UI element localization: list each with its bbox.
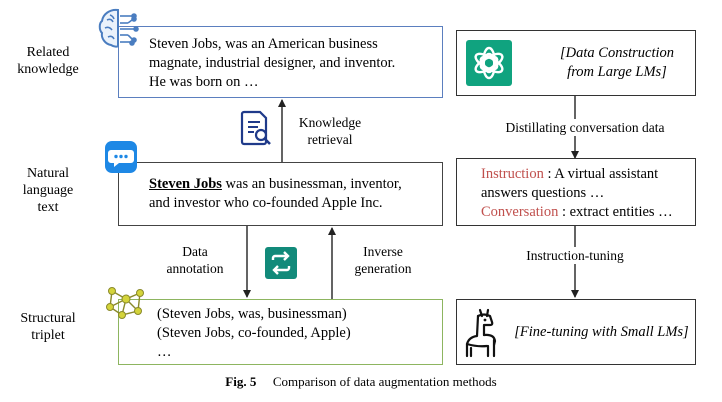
distilling-text: Distillating conversation data [505,120,665,135]
label-line: retrieval [307,132,353,147]
refresh-icon [265,247,297,279]
text-line-1-rest: was an businessman, inventor, [221,176,402,192]
distilling-label: Distillating conversation data [480,119,690,136]
triplet-box: (Steven Jobs, was, businessman) (Steven … [118,299,443,365]
instruction-text-2: answers questions … [481,185,605,201]
conversation-label: Conversation [481,204,559,220]
label-line: Knowledge [298,115,362,130]
document-search-icon [240,110,271,146]
graph-network-icon [106,287,144,319]
triplet-text: (Steven Jobs, was, businessman) (Steven … [157,305,437,362]
fine-tuning-box: [Fine-tuning with Small LMs] [456,299,696,365]
row-label-line: Structural [20,311,76,326]
text-box: Steven Jobs was an businessman, inventor… [118,162,443,226]
knowledge-line: He was born on … [149,74,259,90]
label-line: Data [182,244,208,259]
instruction-tuning-label: Instruction-tuning [510,247,640,264]
knowledge-line: magnate, industrial designer, and invent… [149,55,396,71]
instruction-text: : A virtual assistant [543,166,659,182]
triplet-line: (Steven Jobs, was, businessman) [157,306,347,322]
openai-logo-icon [466,40,512,86]
row-label-structural-triplet: Structural triplet [8,310,88,344]
fine-tuning-text: [Fine-tuning with Small LMs] [509,323,694,342]
label-line: generation [354,261,412,276]
inverse-generation-label: Inverse generation [338,243,428,277]
knowledge-box: Steven Jobs, was an American business ma… [118,26,443,98]
instruction-label: Instruction [481,166,544,182]
triplet-line: … [157,344,172,360]
label-line: annotation [166,261,224,276]
row-label-line: triplet [31,328,65,343]
conversation-text: : extract entities … [558,204,673,220]
knowledge-text: Steven Jobs, was an American business ma… [149,35,439,92]
text-content: Steven Jobs was an businessman, inventor… [149,175,439,213]
text-line-1: Steven Jobs was an businessman, inventor… [149,175,439,194]
row-label-line: Natural [27,166,69,181]
caption-fig: Fig. 5 [225,374,257,389]
llama-icon [465,308,497,358]
label-line: Inverse [363,244,403,259]
brain-icon [98,8,139,48]
data-construction-line: from Large LMs] [567,64,667,80]
caption-text: Comparison of data augmentation methods [272,374,497,389]
conversation-line: Conversation : extract entities … [481,203,696,222]
row-label-line: text [37,200,59,215]
data-annotation-label: Data annotation [150,243,240,277]
knowledge-line: Steven Jobs, was an American business [149,36,378,52]
text-line-2: and investor who co-founded Apple Inc. [149,195,383,211]
instruction-tuning-text: Instruction-tuning [526,248,624,263]
row-label-line: Related [26,45,70,60]
row-label-related-knowledge: Related knowledge [8,44,88,78]
row-label-line: language [22,183,74,198]
figure-caption: Fig. 5 Comparison of data augmentation m… [0,374,722,390]
data-construction-line: [Data Construction [560,45,674,61]
data-construction-text: [Data Construction from Large LMs] [537,44,697,82]
chat-bubble-icon [105,141,137,173]
row-label-natural-language: Natural language text [8,165,88,216]
triplet-line: (Steven Jobs, co-founded, Apple) [157,325,351,341]
entity-highlight: Steven Jobs [149,176,222,192]
instruction-line: Instruction : A virtual assistant [481,165,696,184]
instruction-content: Instruction : A virtual assistant answer… [481,165,696,222]
knowledge-retrieval-label: Knowledge retrieval [290,114,370,148]
fine-tuning-label: [Fine-tuning with Small LMs] [514,324,689,340]
row-label-line: knowledge [17,62,79,77]
instruction-box: Instruction : A virtual assistant answer… [456,158,696,226]
